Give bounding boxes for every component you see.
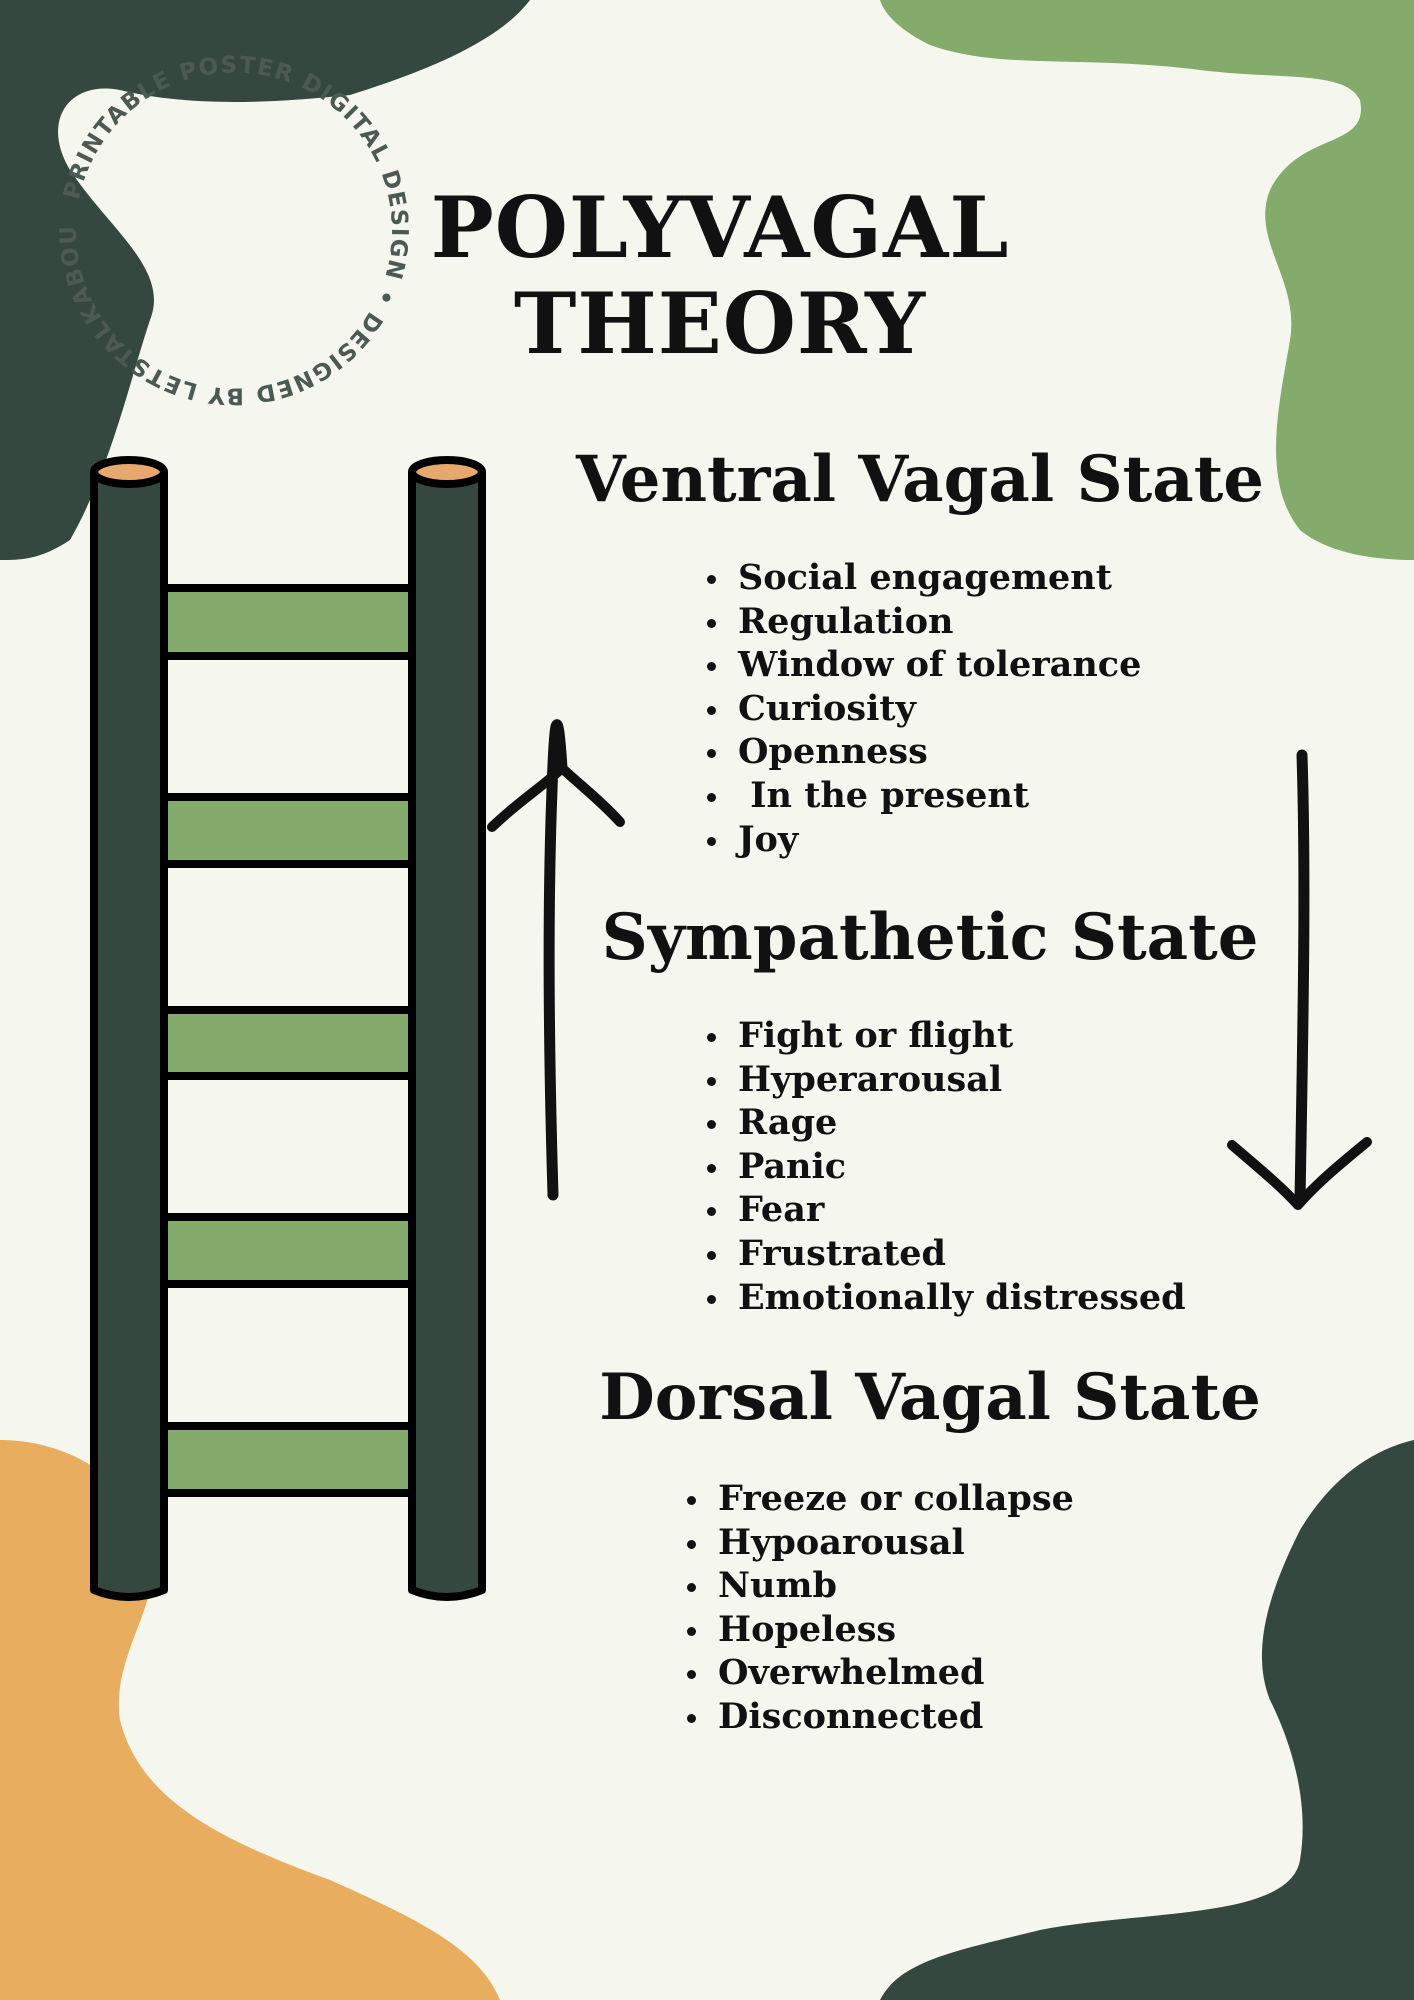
list-item: Freeze or collapse [712,1477,1074,1521]
list-item: Regulation [732,600,1141,644]
list-item: Frustrated [732,1232,1186,1276]
list-ventral: Social engagement Regulation Window of t… [700,556,1141,861]
poster-title: POLYVAGAL THEORY [350,180,1090,372]
list-sympathetic: Fight or flight Hyperarousal Rage Panic … [700,1014,1186,1319]
list-item: Numb [712,1564,1074,1608]
ladder-rail-left [90,468,168,1601]
ladder-rail-left-cap [90,456,168,488]
list-item: Disconnected [712,1695,1074,1739]
list-item: Fear [732,1188,1186,1232]
list-item: Hypoarousal [712,1521,1074,1565]
arrow-up-icon [487,719,625,1201]
blob-top-left [0,0,530,560]
list-dorsal: Freeze or collapse Hypoarousal Numb Hope… [680,1477,1074,1739]
blob-top-right [880,0,1414,560]
blob-bottom-right [880,1440,1414,2000]
list-item: In the present [732,774,1141,818]
list-item: Joy [732,818,1141,862]
list-item: Curiosity [732,687,1141,731]
section-title-dorsal: Dorsal Vagal State [599,1360,1261,1435]
arrow-down-icon [1227,749,1372,1210]
list-item: Hyperarousal [732,1058,1186,1102]
list-item: Panic [732,1145,1186,1189]
section-title-sympathetic: Sympathetic State [601,900,1259,975]
ladder-rail-right [408,468,486,1601]
title-line-1: POLYVAGAL [430,178,1010,277]
ladder-rail-right-cap [408,456,486,488]
list-item: Emotionally distressed [732,1276,1186,1320]
list-item: Hopeless [712,1608,1074,1652]
list-item: Openness [732,730,1141,774]
list-item: Overwhelmed [712,1651,1074,1695]
list-item: Fight or flight [732,1014,1186,1058]
list-item: Window of tolerance [732,643,1141,687]
title-line-2: THEORY [513,274,927,373]
section-title-ventral: Ventral Vagal State [576,442,1264,517]
list-item: Social engagement [732,556,1141,600]
list-item: Rage [732,1101,1186,1145]
